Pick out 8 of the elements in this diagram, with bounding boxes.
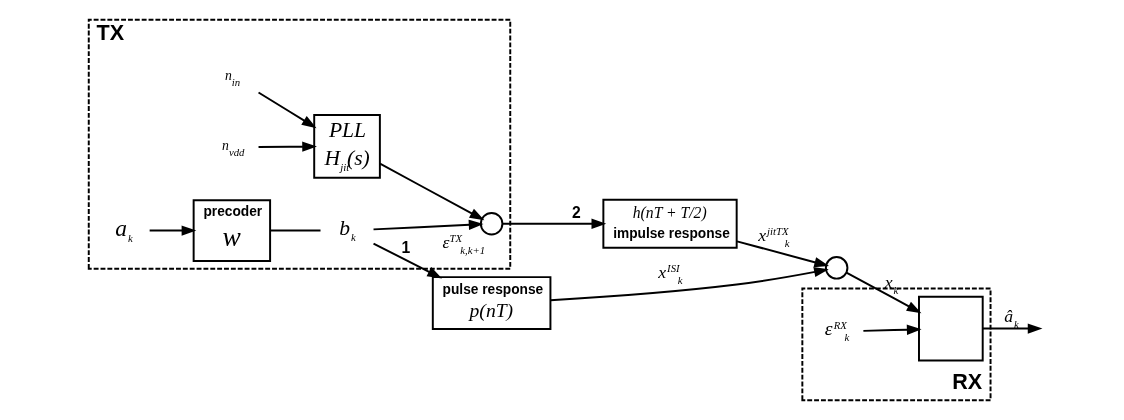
node-text: n$_{in}$ [225, 67, 241, 88]
edge-label: 1 [401, 238, 411, 256]
node-text: a$_{k}$ [115, 214, 133, 244]
edge-label: â$_{k}$ [1004, 306, 1019, 331]
edge-label: 2 [572, 203, 581, 221]
edge-label: x$_{k}$ [884, 271, 899, 296]
node-text: b$_{k}$ [339, 216, 356, 244]
node-text: n$_{vdd}$ [222, 138, 245, 159]
